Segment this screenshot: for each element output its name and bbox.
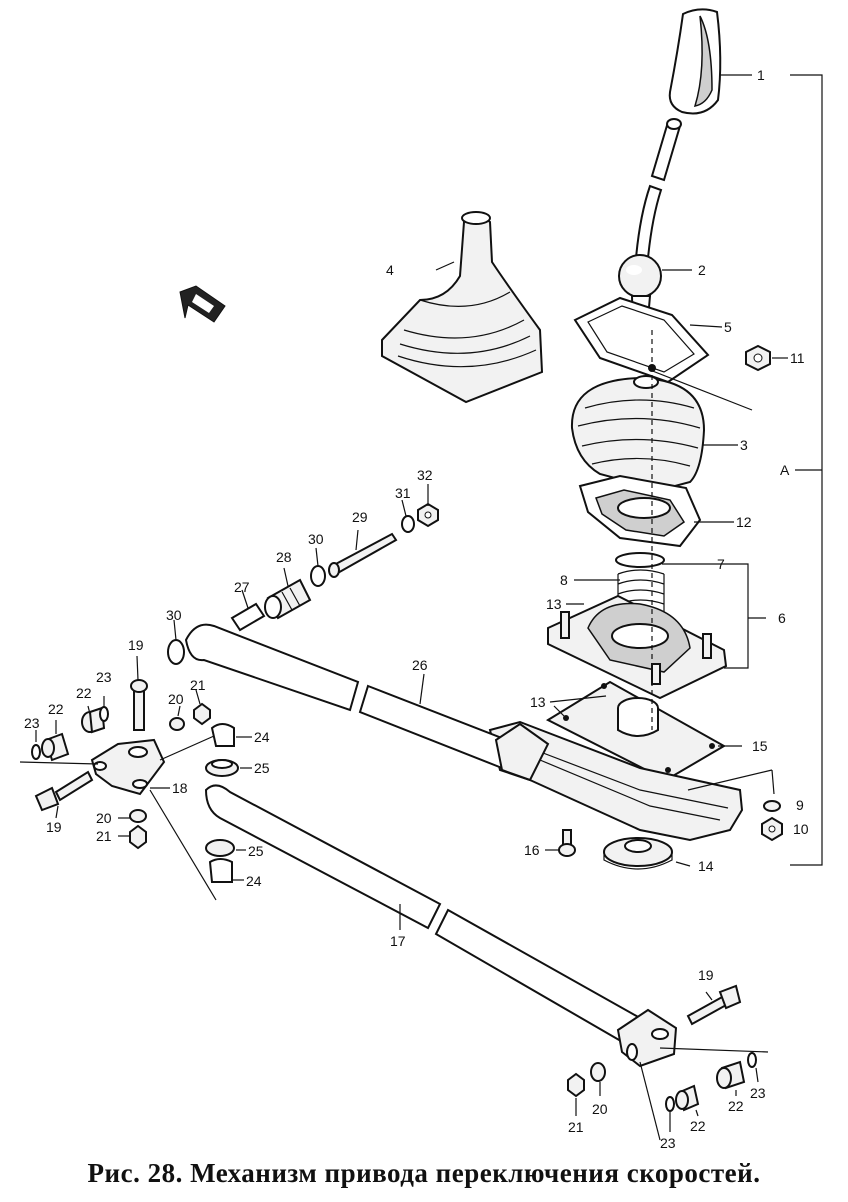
label-4: 4 bbox=[386, 262, 394, 278]
clip-23-left-b bbox=[99, 706, 109, 722]
shift-rod-17 bbox=[204, 784, 678, 1068]
leader-lines bbox=[19, 74, 788, 1141]
washer-30-left bbox=[167, 639, 185, 665]
label-13a: 13 bbox=[546, 596, 562, 612]
label-20b: 20 bbox=[96, 810, 112, 826]
bushing-22-right-a bbox=[675, 1084, 700, 1112]
label-11: 11 bbox=[790, 350, 805, 366]
clip-23-left-a bbox=[31, 744, 41, 760]
bolt-29 bbox=[328, 532, 398, 578]
label-31: 31 bbox=[395, 485, 411, 501]
nut-21-right bbox=[567, 1072, 585, 1098]
label-6: 6 bbox=[778, 610, 786, 626]
direction-arrow-icon bbox=[179, 285, 226, 323]
washer-20-upper bbox=[169, 717, 185, 731]
washer-30-upper bbox=[310, 565, 326, 587]
label-25b: 25 bbox=[248, 843, 264, 859]
label-A: A bbox=[780, 462, 790, 478]
label-19b: 19 bbox=[46, 819, 62, 835]
nut-32 bbox=[417, 502, 439, 528]
label-21c: 21 bbox=[568, 1119, 584, 1135]
assembly-bracket-a bbox=[790, 74, 823, 866]
label-19c: 19 bbox=[698, 967, 714, 983]
label-22c: 22 bbox=[728, 1098, 744, 1114]
label-3: 3 bbox=[740, 437, 748, 453]
label-30b: 30 bbox=[166, 607, 182, 623]
label-24b: 24 bbox=[246, 873, 262, 889]
bolt-19-right bbox=[686, 984, 742, 1026]
label-21b: 21 bbox=[96, 828, 112, 844]
clip-23-right-b bbox=[747, 1052, 757, 1068]
label-20a: 20 bbox=[168, 691, 184, 707]
bushing-24-upper bbox=[210, 723, 235, 747]
label-14: 14 bbox=[698, 858, 714, 874]
label-27: 27 bbox=[234, 579, 250, 595]
label-22a: 22 bbox=[76, 685, 92, 701]
label-8: 8 bbox=[560, 572, 568, 588]
lever-plate bbox=[573, 296, 710, 384]
washer-9 bbox=[763, 800, 781, 812]
bolt-16 bbox=[558, 829, 576, 857]
nut-10 bbox=[761, 816, 783, 842]
figure-caption: Рис. 28. Механизм привода переключения с… bbox=[87, 1158, 761, 1188]
bushing-25-lower bbox=[205, 839, 235, 857]
label-19a: 19 bbox=[128, 637, 144, 653]
label-23c: 23 bbox=[750, 1085, 766, 1101]
nut-21-upper bbox=[193, 702, 211, 726]
dust-boot-4 bbox=[381, 211, 544, 404]
label-23d: 23 bbox=[660, 1135, 676, 1151]
bolt-19-upper bbox=[130, 679, 148, 731]
nut-21-left bbox=[129, 824, 147, 850]
lever-boot bbox=[570, 375, 706, 492]
part-labels: 1 2 4 5 11 3 A 32 31 12 29 30 28 7 8 27 … bbox=[24, 67, 809, 1151]
bolt-19-left bbox=[34, 770, 94, 812]
label-5: 5 bbox=[724, 319, 732, 335]
washer-31 bbox=[401, 515, 415, 533]
bushing-14 bbox=[603, 837, 673, 870]
label-29: 29 bbox=[352, 509, 368, 525]
label-21a: 21 bbox=[190, 677, 206, 693]
clip-23-right-a bbox=[665, 1096, 675, 1112]
washer-20-left bbox=[129, 809, 147, 823]
seal-12 bbox=[578, 474, 702, 548]
label-23b: 23 bbox=[24, 715, 40, 731]
label-2: 2 bbox=[698, 262, 706, 278]
label-26: 26 bbox=[412, 657, 428, 673]
housing-plate-6 bbox=[547, 594, 728, 700]
label-32: 32 bbox=[417, 467, 433, 483]
bushing-22-right-b bbox=[716, 1060, 746, 1090]
bushing-24-lower bbox=[208, 858, 233, 883]
washer-20-right bbox=[590, 1062, 606, 1082]
label-24a: 24 bbox=[254, 729, 270, 745]
gearshift-exploded-diagram: 1 2 4 5 11 3 A 32 31 12 29 30 28 7 8 27 … bbox=[19, 8, 823, 1151]
shift-knob bbox=[668, 8, 722, 115]
flange-plate-15 bbox=[545, 680, 727, 782]
bushing-28 bbox=[264, 578, 312, 620]
pin-27 bbox=[230, 602, 266, 632]
label-16: 16 bbox=[524, 842, 540, 858]
label-13b: 13 bbox=[530, 694, 546, 710]
label-18: 18 bbox=[172, 780, 188, 796]
shift-rod-26 bbox=[184, 623, 550, 782]
label-28: 28 bbox=[276, 549, 292, 565]
label-10: 10 bbox=[793, 821, 809, 837]
bushing-22-left-b bbox=[41, 732, 70, 762]
label-17: 17 bbox=[390, 933, 406, 949]
link-18 bbox=[90, 738, 166, 796]
nut-11 bbox=[745, 344, 771, 372]
label-30: 30 bbox=[308, 531, 324, 547]
bushing-22-left-a bbox=[81, 706, 106, 734]
label-1: 1 bbox=[757, 67, 765, 83]
label-15: 15 bbox=[752, 738, 768, 754]
label-22d: 22 bbox=[690, 1118, 706, 1134]
label-22b: 22 bbox=[48, 701, 64, 717]
label-9: 9 bbox=[796, 797, 804, 813]
label-12: 12 bbox=[736, 514, 752, 530]
label-23a: 23 bbox=[96, 669, 112, 685]
bushing-25-upper bbox=[205, 759, 239, 777]
label-7: 7 bbox=[717, 556, 725, 572]
label-25a: 25 bbox=[254, 760, 270, 776]
label-20c: 20 bbox=[592, 1101, 608, 1117]
